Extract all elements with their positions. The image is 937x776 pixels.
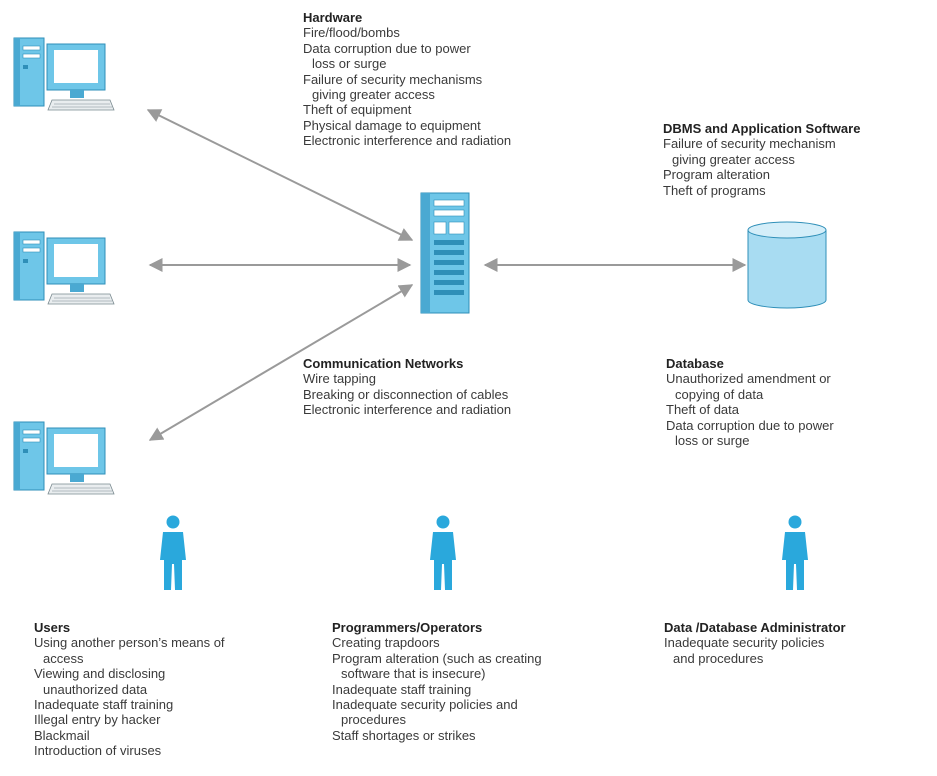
threat-line: Viewing and disclosing [34,666,166,682]
threat-line: loss or surge [675,433,750,449]
dbms-heading: DBMS and Application Software [663,121,861,136]
threat-line: procedures [341,712,407,728]
threat-line: Electronic interference and radiation [303,402,512,418]
programmers-heading: Programmers/Operators [332,620,483,635]
threat-line: unauthorized data [43,681,148,697]
threat-line: Illegal entry by hacker [34,712,161,728]
threat-line: Theft of data [666,402,739,418]
threat-line: giving greater access [672,151,795,167]
threat-line: software that is insecure) [341,666,486,682]
threat-line: Program alteration (such as creating [332,650,542,666]
desktop-computer-icon [13,37,115,111]
database-cylinder-icon [747,221,827,309]
threat-line: and procedures [673,650,764,666]
threat-line: Blackmail [34,727,90,743]
threat-line: Failure of security mechanism [663,136,836,152]
threat-line: Failure of security mechanisms [303,71,483,87]
threat-line: loss or surge [312,56,387,72]
threat-line: Wire tapping [303,371,376,387]
admin-heading: Data /Database Administrator [664,620,846,635]
programmers-threats: Programmers/Operators Creating trapdoors… [332,620,542,743]
threat-line: Program alteration [663,167,770,183]
threat-line: Data corruption due to power [303,40,471,56]
threat-line: Unauthorized amendment or [666,371,831,387]
hardware-heading: Hardware [303,10,363,25]
person-silhouette-icon [782,515,808,590]
threat-line: Theft of equipment [303,102,412,118]
threat-line: Introduction of viruses [34,743,162,759]
threat-line: Inadequate security policies [664,635,825,651]
server-tower-icon [420,192,470,314]
database-heading: Database [666,356,724,371]
threat-line: giving greater access [312,87,435,103]
person-silhouette-icon [430,515,456,590]
threat-line: Using another person’s means of [34,635,225,651]
desktop-computer-icon [13,421,115,495]
threat-line: Electronic interference and radiation [303,133,512,149]
threat-line: Fire/flood/bombs [303,25,400,41]
desktop-computer-icon [13,231,115,305]
threat-line: Breaking or disconnection of cables [303,386,509,402]
threat-line: Theft of programs [663,182,766,198]
threat-line: access [43,650,84,666]
network-heading: Communication Networks [303,356,464,371]
dbms-software-threats: DBMS and Application Software Failure of… [663,121,860,198]
admin-threats: Data /Database Administrator Inadequate … [664,620,846,666]
threat-line: Data corruption due to power [666,417,834,433]
threat-line: Staff shortages or strikes [332,727,476,743]
threat-line: copying of data [675,386,764,402]
threat-line: Inadequate staff training [332,681,472,697]
threat-line: Inadequate security policies and [332,697,518,713]
threat-line: Creating trapdoors [332,635,440,651]
hardware-link-arrow [146,109,414,241]
network-link-arrow [148,284,414,441]
users-heading: Users [34,620,71,635]
threat-line: Physical damage to equipment [303,117,481,133]
threat-line: Inadequate staff training [34,697,174,713]
person-silhouette-icon [160,515,186,590]
